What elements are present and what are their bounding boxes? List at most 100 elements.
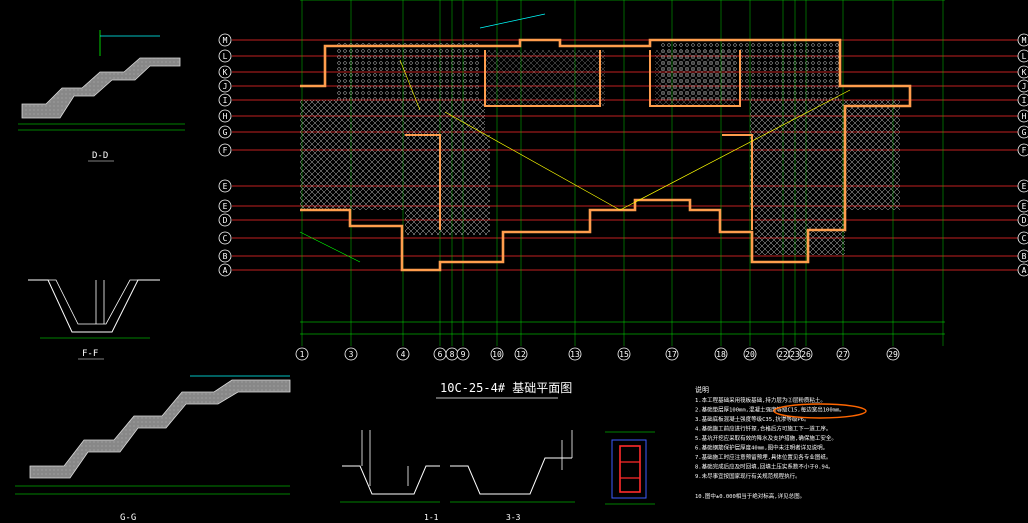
section-label-ff: F-F (82, 349, 98, 359)
grid-row-right-e-bubble (1017, 199, 1028, 213)
grid-col-17: 17 (667, 350, 677, 359)
grid-row-right-m: M (1022, 36, 1027, 45)
note-line: 5.基坑开挖应采取有效的降水及支护措施,确保施工安全。 (695, 434, 837, 442)
detail-column-rebar (605, 431, 655, 505)
grid-row-right-e: E (1022, 202, 1027, 211)
plan-dimensions (300, 0, 945, 335)
grid-row-left-d-bubble (218, 213, 232, 227)
grid-row-right-e-bubble (1017, 179, 1028, 193)
grid-row-right-d: D (1022, 216, 1027, 225)
grid-row-left-j-bubble (218, 79, 232, 93)
grid-row-right-l: L (1022, 52, 1027, 61)
grid-row-left-e: E (223, 202, 228, 211)
grid-col-12-bubble (514, 347, 528, 361)
note-line: 4.基础施工前应进行钎探,合格后方可施工下一道工序。 (695, 425, 831, 433)
grid-row-right-b: B (1022, 252, 1027, 261)
grid-row-right-e: E (1022, 182, 1027, 191)
grid-col-22: 22 (778, 350, 788, 359)
notes-footer: 10.图中±0.000相当于绝对标高,详见总图。 (695, 492, 805, 500)
grid-row-right-j: J (1022, 82, 1027, 91)
detail-g-g: G-G (15, 375, 291, 523)
grid-row-left-k-bubble (218, 65, 232, 79)
note-line: 3.基础底板混凝土强度等级C35,抗渗等级P6。 (695, 415, 810, 423)
note-line: 1.本工程基础采用筏板基础,持力层为②层粉质粘土。 (695, 396, 826, 404)
grid-col-27-bubble (836, 347, 850, 361)
grid-col-29: 29 (888, 350, 898, 359)
grid-col-27: 27 (838, 350, 848, 359)
grid-col-1-bubble (295, 347, 309, 361)
grid-col-10-bubble (490, 347, 504, 361)
grid-row-left-m-bubble (218, 33, 232, 47)
grid-row-right-g: G (1022, 128, 1027, 137)
grid-col-26-bubble (799, 347, 813, 361)
grid-row-right-f-bubble (1017, 143, 1028, 157)
grid-row-left-h-bubble (218, 109, 232, 123)
detail-d-d: D-D (18, 30, 185, 162)
plan-title: 10C-25-4# 基础平面图 (440, 381, 572, 395)
grid-col-4-bubble (396, 347, 410, 361)
grid-row-right-i: I (1022, 96, 1027, 105)
grid-row-left-c: C (223, 234, 228, 243)
grid-row-left-e-bubble (218, 179, 232, 193)
note-line: 9.未尽事宜按国家现行有关规范规程执行。 (695, 472, 801, 480)
grid-row-left-e: E (223, 182, 228, 191)
annotation-circle (773, 403, 867, 419)
grid-row-right-j-bubble (1017, 79, 1028, 93)
grid-col-13: 13 (570, 350, 580, 359)
grid-row-right-g-bubble (1017, 125, 1028, 139)
note-line: 8.基础完成后应及时回填,回填土压实系数不小于0.94。 (695, 463, 834, 471)
section-label-dd: D-D (92, 151, 108, 161)
grid-col-23: 23 (790, 350, 800, 359)
grid-row-left-m: M (223, 36, 228, 45)
grid-row-left-b-bubble (218, 249, 232, 263)
grid-row-left-g: G (223, 128, 228, 137)
grid-col-20-bubble (743, 347, 757, 361)
detail-f-f: F-F (28, 279, 160, 360)
grid-row-right-a-bubble (1017, 263, 1028, 277)
notes-block: 说明 1.本工程基础采用筏板基础,持力层为②层粉质粘土。 2.基础垫层厚100mm… (695, 385, 867, 500)
grid-col-10: 10 (492, 350, 502, 359)
grid-col-20: 20 (745, 350, 755, 359)
grid-row-right-k: K (1022, 68, 1027, 77)
grid-row-left-f: F (223, 146, 228, 155)
grid-row-left-e-bubble (218, 199, 232, 213)
grid-col-26: 26 (801, 350, 811, 359)
grid-col-29-bubble (886, 347, 900, 361)
detail-3-3: 3-3 (450, 430, 575, 522)
grid-row-left-h: H (223, 112, 228, 121)
grid-row-right-k-bubble (1017, 65, 1028, 79)
note-line: 2.基础垫层厚100mm,混凝土强度等级C15,每边宽出100mm。 (695, 406, 845, 414)
grid-row-right-b-bubble (1017, 249, 1028, 263)
section-label-gg: G-G (120, 513, 136, 523)
grid-row-right-a: A (1022, 266, 1027, 275)
section-label-33: 3-3 (506, 513, 521, 522)
grid-col-18: 18 (716, 350, 726, 359)
grid-col-4: 4 (401, 350, 406, 359)
grid-row-right-i-bubble (1017, 93, 1028, 107)
grid-row-left-j: J (223, 82, 228, 91)
plan-callouts (299, 13, 851, 263)
grid-row-right-h: H (1022, 112, 1027, 121)
grid-row-right-c-bubble (1017, 231, 1028, 245)
grid-row-right-h-bubble (1017, 109, 1028, 123)
grid-row-left-i-bubble (218, 93, 232, 107)
grid-col-6: 6 (438, 350, 443, 359)
grid-row-left-k: K (223, 68, 228, 77)
section-label-11: 1-1 (424, 513, 439, 522)
grid-row-right-l-bubble (1017, 49, 1028, 63)
grid-row-left-c-bubble (218, 231, 232, 245)
grid-row-left-g-bubble (218, 125, 232, 139)
plan-hatch-regions (300, 42, 900, 255)
grid-row-left-a: A (223, 266, 228, 275)
grid-col-8: 8 (450, 350, 455, 359)
grid-col-15: 15 (619, 350, 629, 359)
grid-row-left-i: I (223, 96, 228, 105)
grid-col-15-bubble (617, 347, 631, 361)
notes-heading: 说明 (695, 385, 709, 394)
grid-row-left-b: B (223, 252, 228, 261)
grid-row-left-a-bubble (218, 263, 232, 277)
